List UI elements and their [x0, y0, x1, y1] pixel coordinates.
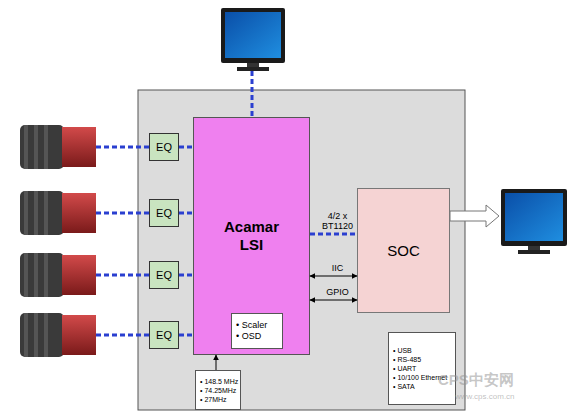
control-line: [310, 300, 357, 301]
node-text: • SATA: [393, 382, 415, 391]
camera-icon: [20, 191, 96, 235]
board-outline: [138, 90, 465, 410]
eq-box: EQ: [149, 199, 179, 227]
video-bus: [310, 233, 357, 236]
node-text: SOC: [387, 242, 420, 260]
control-line: [310, 276, 357, 277]
node-text: EQ: [156, 141, 172, 154]
eq-box: EQ: [149, 321, 179, 349]
node-text: • USB: [393, 346, 412, 355]
clock-box: • 148.5 MHz• 74.25MHz• 27MHz: [195, 370, 241, 410]
hollow-arrow: [450, 205, 499, 227]
node-text: EQ: [156, 329, 172, 342]
node-text: • Scaler: [236, 320, 267, 331]
monitor-icon: [501, 189, 567, 254]
eq-box: EQ: [149, 133, 179, 161]
camera-icon: [20, 313, 96, 357]
node-text: EQ: [156, 269, 172, 282]
node-text: EQ: [156, 207, 172, 220]
watermark-url: www.cps.com.cn: [455, 392, 515, 401]
node-text: • 74.25MHz: [200, 386, 236, 395]
node-text: • RS-485: [393, 355, 421, 364]
node-text: • OSD: [236, 331, 261, 342]
soc-chip: SOC: [357, 188, 450, 313]
lsi-chip: Acamar LSI • Scaler• OSD: [193, 117, 310, 355]
video-out-wire: [251, 71, 254, 117]
feature-box: • Scaler• OSD: [231, 313, 283, 349]
camera-icon: [20, 253, 96, 297]
interface-box: • USB• RS-485• UART• 10/100 Ethernet• SA…: [388, 332, 456, 405]
video-bus: [179, 274, 193, 277]
signal-name: IIC: [323, 263, 353, 273]
signal-name: GPIO: [323, 287, 353, 297]
eq-box: EQ: [149, 261, 179, 289]
video-bus: [179, 212, 193, 215]
signal-name: 4/2 x BT1120: [320, 211, 356, 231]
monitor-icon: [221, 8, 285, 71]
control-line: [216, 355, 217, 370]
node-text: • 148.5 MHz: [200, 377, 238, 386]
video-bus: [179, 334, 193, 337]
node-text: • UART: [393, 364, 416, 373]
video-bus: [179, 146, 193, 149]
node-text: • 27MHz: [200, 395, 227, 404]
watermark: CPS中安网: [438, 371, 514, 390]
node-text: Acamar LSI: [217, 218, 287, 254]
camera-wire: [96, 147, 149, 335]
camera-icon: [20, 125, 96, 169]
